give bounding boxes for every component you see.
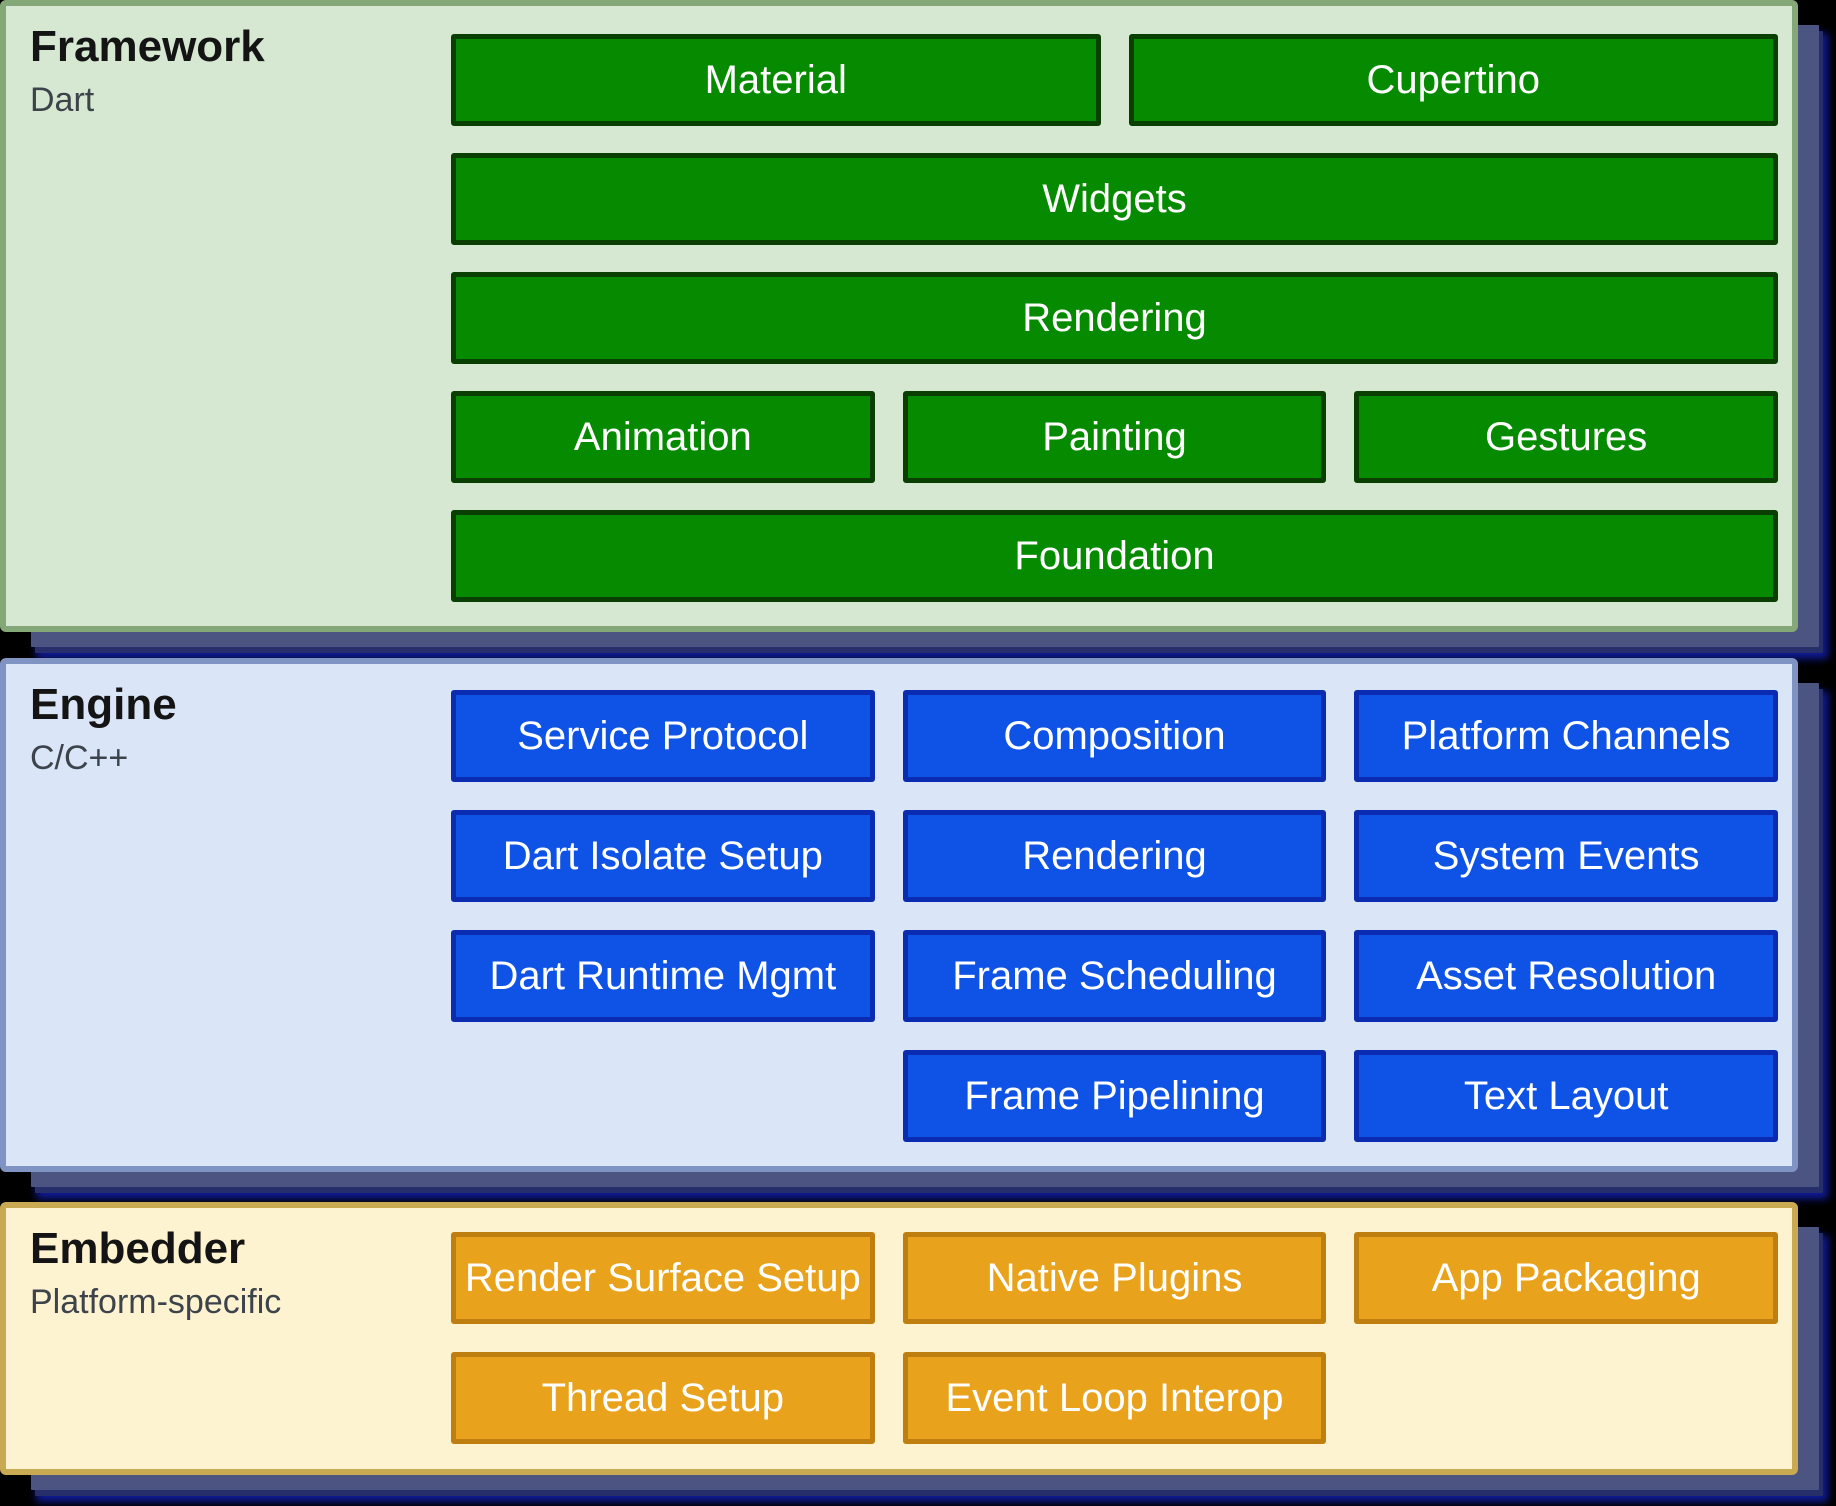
box-render-surface-setup: Render Surface Setup (451, 1232, 875, 1324)
engine-title-area: Engine C/C++ (6, 664, 451, 1166)
grid-spacer (1354, 1352, 1778, 1444)
embedder-rows: Render Surface Setup Native Plugins App … (451, 1208, 1792, 1469)
embedder-subtitle: Platform-specific (30, 1282, 282, 1321)
box-dart-isolate-setup: Dart Isolate Setup (451, 810, 875, 902)
section-embedder: Embedder Platform-specific Render Surfac… (0, 1202, 1798, 1475)
box-dart-runtime-mgmt: Dart Runtime Mgmt (451, 930, 875, 1022)
engine-row-1: Service Protocol Composition Platform Ch… (451, 690, 1778, 782)
box-text-layout: Text Layout (1354, 1050, 1778, 1142)
box-native-plugins: Native Plugins (902, 1232, 1327, 1324)
framework-title-area: Framework Dart (6, 6, 451, 626)
embedder-row-2: Thread Setup Event Loop Interop (451, 1352, 1778, 1444)
framework-rows: Material Cupertino Widgets Rendering Ani… (451, 6, 1792, 626)
embedder-title-area: Embedder Platform-specific (6, 1208, 451, 1469)
box-painting: Painting (902, 391, 1327, 483)
framework-row-4: Animation Painting Gestures (451, 391, 1778, 483)
framework-row-2: Widgets (451, 153, 1778, 245)
box-composition: Composition (902, 690, 1327, 782)
box-system-events: System Events (1354, 810, 1778, 902)
engine-rows: Service Protocol Composition Platform Ch… (451, 664, 1792, 1166)
embedder-title: Embedder (30, 1224, 246, 1273)
box-platform-channels: Platform Channels (1354, 690, 1778, 782)
section-engine: Engine C/C++ Service Protocol Compositio… (0, 658, 1798, 1172)
box-app-packaging: App Packaging (1354, 1232, 1778, 1324)
box-service-protocol: Service Protocol (451, 690, 875, 782)
embedder-row-1: Render Surface Setup Native Plugins App … (451, 1232, 1778, 1324)
engine-row-3: Dart Runtime Mgmt Frame Scheduling Asset… (451, 930, 1778, 1022)
box-cupertino: Cupertino (1128, 34, 1778, 126)
framework-row-5: Foundation (451, 510, 1778, 602)
box-rendering-engine: Rendering (902, 810, 1327, 902)
box-thread-setup: Thread Setup (451, 1352, 875, 1444)
section-framework: Framework Dart Material Cupertino Widget… (0, 0, 1798, 632)
grid-spacer (451, 1050, 875, 1142)
engine-subtitle: C/C++ (30, 738, 129, 777)
engine-row-2: Dart Isolate Setup Rendering System Even… (451, 810, 1778, 902)
box-frame-scheduling: Frame Scheduling (902, 930, 1327, 1022)
framework-row-3: Rendering (451, 272, 1778, 364)
box-rendering-framework: Rendering (451, 272, 1778, 364)
box-gestures: Gestures (1354, 391, 1778, 483)
box-widgets: Widgets (451, 153, 1778, 245)
engine-row-4: Frame Pipelining Text Layout (451, 1050, 1778, 1142)
box-event-loop-interop: Event Loop Interop (902, 1352, 1327, 1444)
box-frame-pipelining: Frame Pipelining (902, 1050, 1327, 1142)
framework-title: Framework (30, 22, 265, 71)
box-material: Material (451, 34, 1101, 126)
framework-row-1: Material Cupertino (451, 34, 1778, 126)
framework-subtitle: Dart (30, 80, 95, 119)
engine-title: Engine (30, 680, 177, 729)
box-asset-resolution: Asset Resolution (1354, 930, 1778, 1022)
box-foundation: Foundation (451, 510, 1778, 602)
box-animation: Animation (451, 391, 875, 483)
